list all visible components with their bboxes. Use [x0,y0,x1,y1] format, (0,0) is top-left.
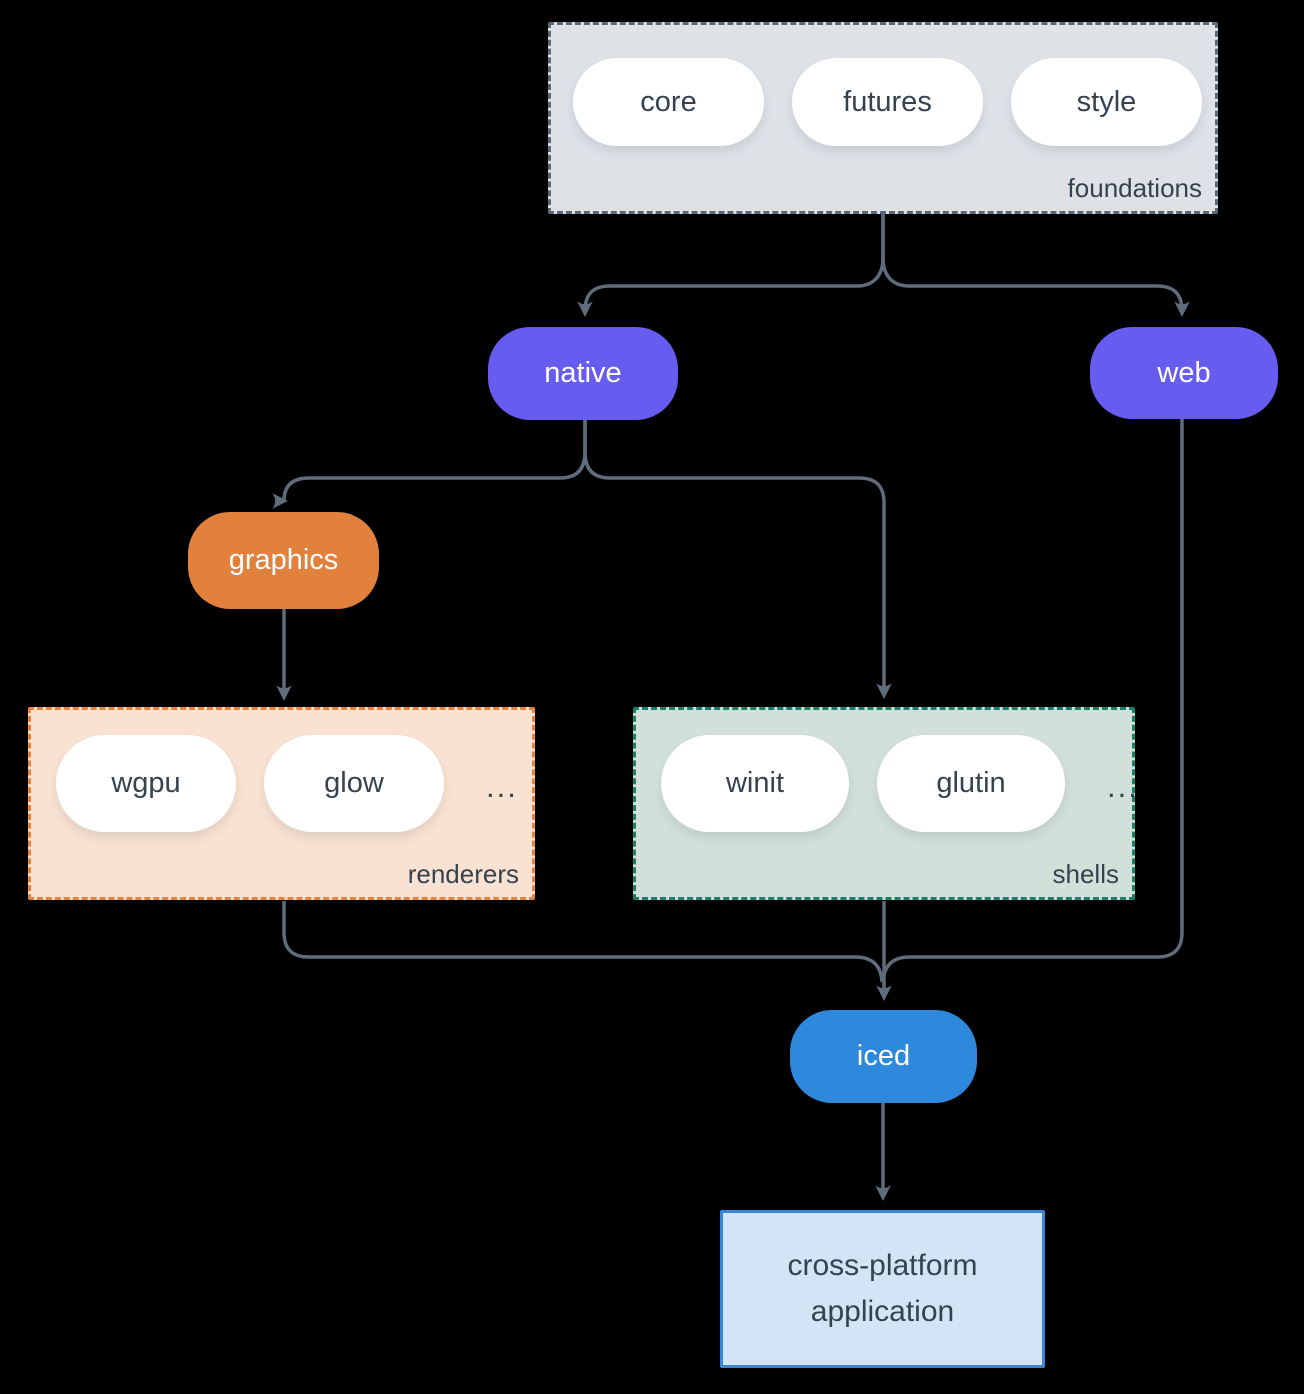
pill-futures: futures [792,58,983,146]
label-renderers: renderers [407,859,519,889]
shells-ellipsis: ... [1107,768,1139,804]
connector-native-graphics [276,420,587,505]
pill-wgpu: wgpu [56,735,236,832]
pill-winit: winit [661,735,849,832]
foundations-pill-row: core futures style [573,58,1202,146]
connector-foundations-native [577,214,885,317]
node-iced: iced [790,1010,977,1103]
label-shells: shells [1052,859,1119,889]
group-foundations: core futures style foundations [548,22,1218,214]
node-graphics: graphics [188,512,379,609]
connector-web-merge [881,418,1184,983]
renderers-pill-row: wgpu glow ... [56,735,518,832]
connector-foundations-web [881,214,1190,317]
connector-native-shells [583,420,892,699]
connector-renderers-merge [282,901,884,983]
node-application: cross-platform application [720,1210,1045,1368]
group-renderers: wgpu glow ... renderers [28,707,535,900]
renderers-ellipsis: ... [486,768,518,804]
pill-glutin: glutin [877,735,1065,832]
pill-style: style [1011,58,1202,146]
pill-core: core [573,58,764,146]
node-native: native [488,327,678,420]
group-shells: winit glutin ... shells [633,707,1137,900]
label-foundations: foundations [1067,173,1202,203]
pill-glow: glow [264,735,444,832]
node-web: web [1090,327,1278,419]
shells-pill-row: winit glutin ... [661,735,1139,832]
